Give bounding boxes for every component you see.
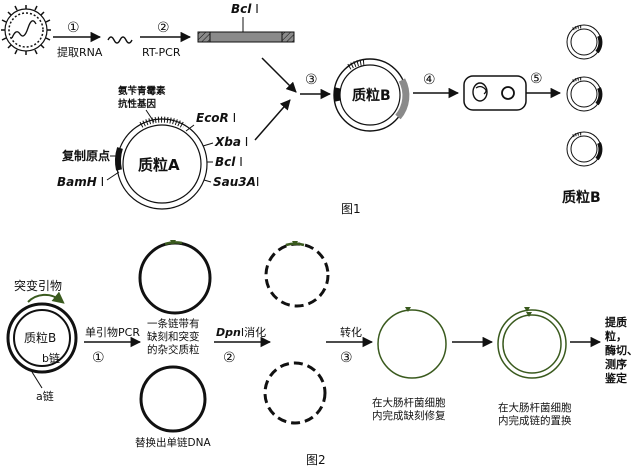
step-4-label: ④	[423, 72, 436, 88]
cdna-fragment	[197, 31, 295, 43]
hybrid-label-line2: 缺刻和突变	[147, 330, 200, 343]
extract-rna-label: 提取RNA	[57, 46, 103, 59]
plasmid-a	[114, 116, 208, 210]
single-primer-pcr-label: 单引物PCR	[85, 325, 140, 339]
nick-repair-plasmid	[377, 309, 447, 379]
dpni-digest-label: DpnI消化	[216, 325, 266, 339]
final-step-line3: 酶切、	[605, 343, 635, 357]
strand-replace-triangle-outer	[524, 307, 530, 312]
fig2-step-1-label: ①	[92, 350, 105, 366]
ecor-site-label: EcoR I	[196, 111, 236, 125]
result-plasmid-3	[566, 131, 603, 167]
bamh-site-label: BamH I	[57, 175, 104, 189]
hybrid-plasmid-digested	[264, 242, 330, 308]
final-step-line5: 鉴定	[604, 371, 627, 385]
b-chain-label: b链	[42, 351, 60, 365]
hybrid-nick-triangle	[170, 240, 176, 245]
mutation-primer-label: 突变引物	[14, 278, 62, 293]
nick-repair-label-line1: 在大肠杆菌细胞	[372, 396, 446, 409]
xba-site-label: Xba I	[214, 135, 248, 149]
virus-icon	[1, 5, 51, 55]
xba-pointer	[202, 142, 214, 147]
strand-replace-label-line2: 内完成链的置换	[498, 414, 572, 427]
mutation-primer-arrow	[27, 291, 65, 304]
ampr-pointer	[145, 109, 155, 123]
bacterium-icon	[463, 75, 527, 111]
sau3a-pointer	[203, 179, 212, 183]
ampr-label-line2: 抗性基因	[118, 98, 156, 110]
result-plasmid-b-label: 质粒B	[562, 189, 601, 206]
digested-nick-triangle	[292, 241, 298, 246]
arrow-plasmid-a-to-ligation	[254, 99, 291, 141]
origin-label: 复制原点	[61, 148, 110, 163]
transform-label: 转化	[340, 325, 362, 339]
ampr-label-line1: 氨苄青霉素	[118, 85, 166, 97]
fig2-step-2-label: ②	[223, 350, 236, 366]
strand-replace-triangle-inner	[526, 312, 532, 317]
sau3a-site-label: Sau3AI	[213, 175, 259, 189]
figure2-caption: 图2	[306, 453, 326, 467]
arrow-fragment-to-ligation	[261, 57, 297, 93]
plasmid-b-label-fig2: 质粒B	[24, 330, 56, 345]
step-1-label: ①	[67, 20, 80, 36]
step-5-label: ⑤	[530, 71, 543, 87]
result-plasmid-2	[566, 76, 603, 112]
figure1-caption: 图1	[341, 202, 361, 216]
step-2-label: ②	[157, 20, 170, 36]
single-strand-dna	[139, 365, 207, 433]
rt-pcr-label: RT-PCR	[142, 46, 181, 59]
bcl-site-top-label: Bcl I	[231, 2, 259, 16]
result-plasmid-1	[566, 24, 603, 60]
a-chain-label: a链	[36, 389, 54, 403]
plasmid-b	[333, 58, 410, 132]
bcl-site-label: Bcl I	[215, 155, 243, 169]
strand-replace-label-line1: 在大肠杆菌细胞	[498, 401, 572, 414]
hybrid-plasmid	[138, 241, 212, 315]
strand-replace-plasmid-inner	[502, 314, 562, 374]
a-chain-pointer	[31, 371, 43, 389]
hybrid-label-line1: 一条链带有	[147, 317, 200, 330]
single-strand-digested	[263, 361, 327, 425]
ecor-pointer	[185, 124, 195, 132]
step-3-label: ③	[305, 72, 318, 88]
hybrid-label-line3: 的杂交质粒	[147, 343, 200, 356]
final-step-line1: 提质	[605, 315, 627, 329]
rna-strand	[107, 36, 133, 44]
nick-repair-triangle	[405, 307, 411, 312]
plasmid-b-double-strand	[6, 302, 78, 374]
plasmid-a-name: 质粒A	[138, 156, 180, 174]
nick-repair-label-line2: 内完成缺刻修复	[372, 409, 446, 422]
final-step-line4: 测序	[605, 357, 627, 371]
bamh-pointer	[106, 171, 120, 181]
replaced-single-strand-label: 替换出单链DNA	[135, 436, 211, 449]
final-step-line2: 粒，	[605, 329, 627, 343]
strand-replace-plasmid-outer	[497, 309, 567, 379]
fig2-step-3-label: ③	[340, 350, 353, 366]
plasmid-b-name: 质粒B	[352, 87, 391, 104]
